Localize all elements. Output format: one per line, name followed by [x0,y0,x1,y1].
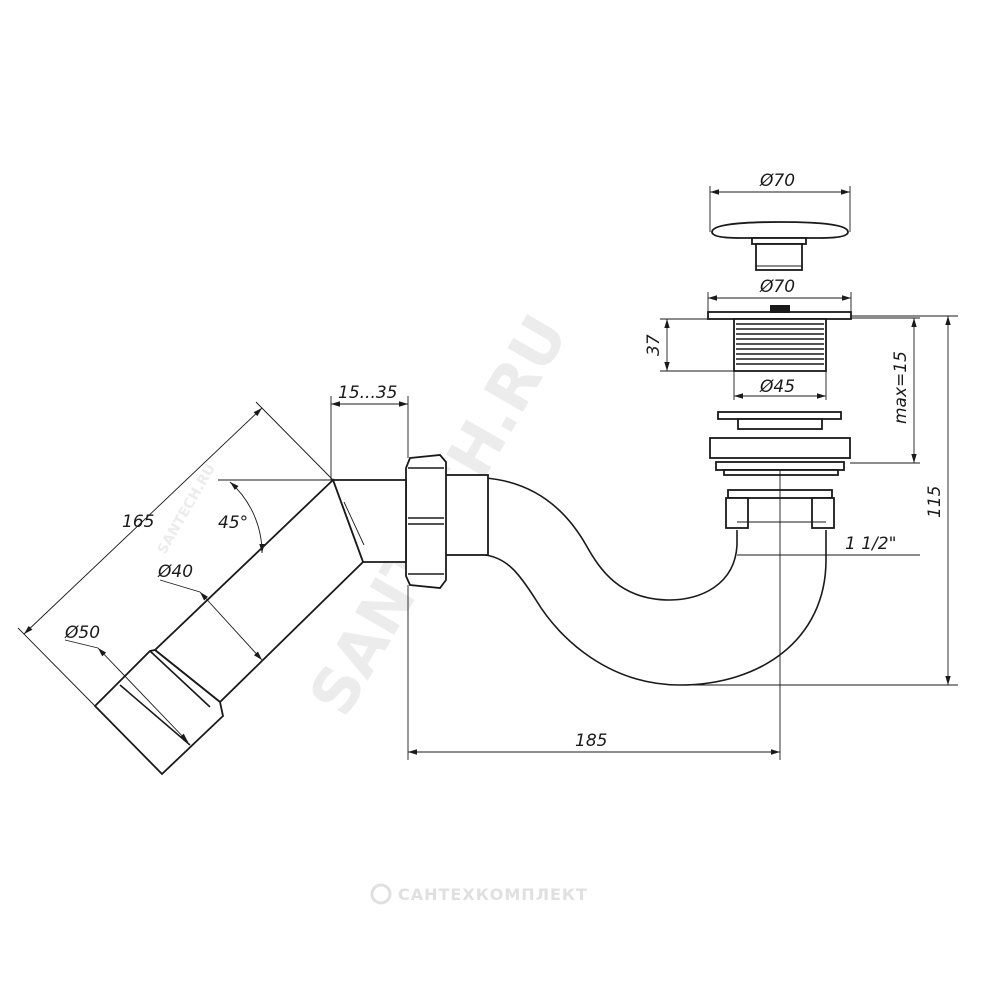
outlet-length-label: 165 [122,512,154,532]
brand-logo-icon [370,883,392,905]
thread-diameter-label: Ø45 [759,377,795,397]
max-thickness-label: max=15 [891,351,911,424]
horizontal-length-label: 185 [575,731,607,751]
nut-range-label: 15...35 [338,383,397,403]
thread-size-label: 1 1/2" [845,534,896,554]
pipe-d50-label: Ø50 [64,623,100,643]
watermark-faint-text: SANTECH.RU [155,461,219,557]
thread-height-label: 37 [644,334,664,356]
total-height-label: 115 [925,486,945,518]
thread-lines [736,323,824,365]
angle-label: 45° [218,513,248,533]
brand-logo-text: САНТЕХКОМПЛЕКТ [398,885,588,904]
drain-body [707,305,852,476]
cap-diameter-label: Ø70 [759,171,795,191]
flange-diameter-label: Ø70 [759,277,795,297]
brand-logo: САНТЕХКОМПЛЕКТ [370,883,588,905]
pipe-d40-label: Ø40 [157,562,193,582]
dimensions: Ø70 Ø70 37 Ø45 max=15 115 1 1/2" [17,171,958,760]
drain-cap [711,221,849,271]
